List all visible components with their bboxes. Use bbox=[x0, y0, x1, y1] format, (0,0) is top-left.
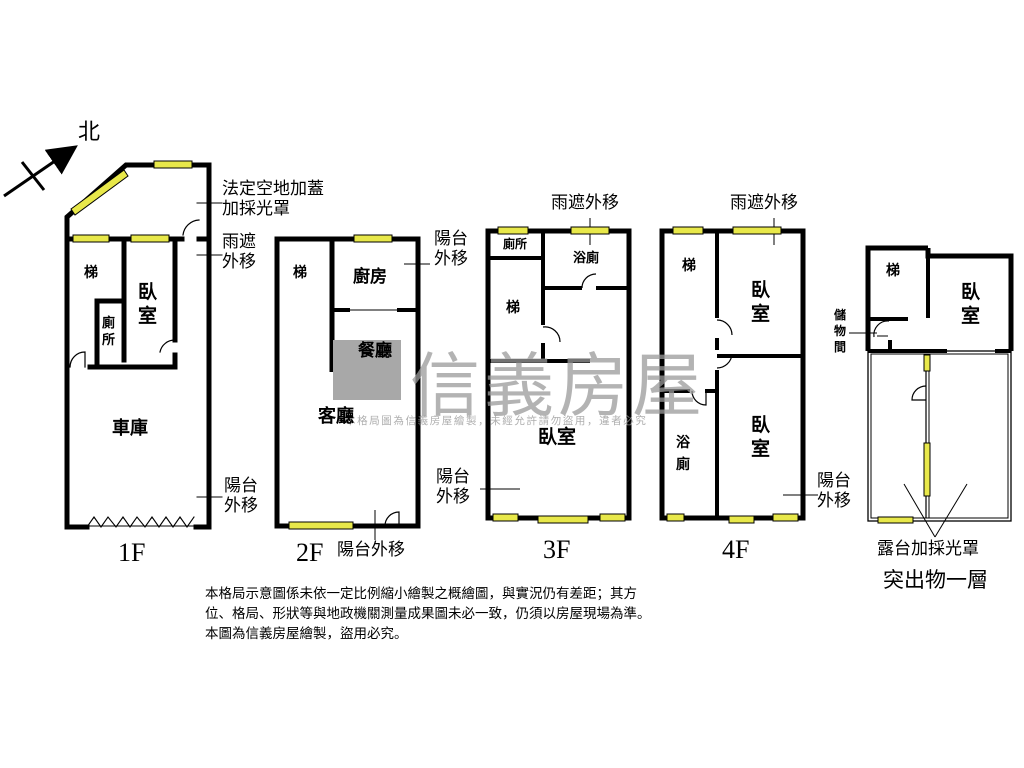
f2-annotation-balcony-bottom: 陽台外移 bbox=[337, 540, 405, 560]
windows bbox=[70, 160, 931, 530]
f1-annotation-canopy: 雨遮外移 bbox=[222, 232, 256, 272]
roof-room-stair: 梯 bbox=[886, 263, 900, 279]
disclaimer: 本格局示意圖係未依一定比例縮小繪製之概繪圖，與實況仍有差距；其方 位、格局、形狀… bbox=[205, 584, 785, 644]
f1-annotation-legal-space: 法定空地加蓋加採光罩 bbox=[222, 179, 324, 219]
watermark-logo-icon bbox=[333, 340, 401, 400]
f4-floor-label: 4F bbox=[722, 535, 750, 564]
f1-room-garage: 車庫 bbox=[112, 418, 148, 439]
roof-room-storage: 儲物間 bbox=[834, 308, 847, 354]
f4-room-bath: 浴廁 bbox=[676, 435, 690, 473]
f2-floor-label: 2F bbox=[296, 538, 324, 567]
f4-room-bedroom-bottom: 臥室 bbox=[751, 414, 771, 460]
roof-floor-label: 突出物一層 bbox=[883, 568, 988, 592]
f4-annotation-canopy: 雨遮外移 bbox=[730, 193, 798, 213]
compass-north-arrow-icon bbox=[3, 145, 78, 198]
f3-room-toilet: 廁所 bbox=[503, 237, 528, 251]
f1-floor-label: 1F bbox=[118, 538, 146, 567]
disclaimer-line-1: 本格局示意圖係未依一定比例縮小繪製之概繪圖，與實況仍有差距；其方 bbox=[205, 586, 637, 602]
disclaimer-line-3: 本圖為信義房屋繪製，盜用必究。 bbox=[205, 626, 408, 642]
f2-room-stair: 梯 bbox=[293, 265, 307, 281]
compass-north-label: 北 bbox=[78, 120, 101, 145]
floor-roof-plan bbox=[849, 245, 1014, 538]
f1-room-toilet: 廁所 bbox=[102, 316, 116, 348]
disclaimer-line-2: 位、格局、形狀等與地政機關測量成果圖未必一致，仍須以房屋現場為準。 bbox=[205, 606, 651, 622]
watermark-brand: 信義房屋 bbox=[410, 345, 706, 427]
f2-room-kitchen: 廚房 bbox=[353, 267, 387, 287]
f3-room-bedroom: 臥室 bbox=[538, 426, 577, 448]
f4-room-stair: 梯 bbox=[682, 258, 696, 274]
f1-annotation-balcony: 陽台外移 bbox=[224, 476, 258, 516]
f3-annotation-balcony: 陽台外移 bbox=[436, 467, 470, 507]
f3-room-stair: 梯 bbox=[506, 300, 520, 316]
roof-annotation-terrace: 露台加採光罩 bbox=[877, 539, 979, 559]
f2-annotation-balcony-top: 陽台外移 bbox=[434, 229, 468, 269]
f2-room-dining: 餐廳 bbox=[358, 341, 392, 361]
floor-1f-plan bbox=[64, 162, 223, 530]
watermark-text: 本格局圖為信義房屋繪製，未經允許請勿盜用，違者必究 bbox=[345, 415, 648, 427]
f3-annotation-canopy: 雨遮外移 bbox=[551, 193, 619, 213]
f4-room-bedroom-top: 臥室 bbox=[751, 279, 771, 325]
f1-room-stair: 梯 bbox=[84, 265, 98, 281]
f3-room-bath: 浴廁 bbox=[573, 251, 600, 266]
f3-floor-label: 3F bbox=[543, 535, 571, 564]
f2-room-living: 客廳 bbox=[318, 406, 354, 427]
roof-room-bedroom: 臥室 bbox=[961, 281, 981, 327]
f1-room-bedroom: 臥室 bbox=[138, 281, 158, 327]
f4-annotation-balcony: 陽台外移 bbox=[817, 471, 851, 511]
